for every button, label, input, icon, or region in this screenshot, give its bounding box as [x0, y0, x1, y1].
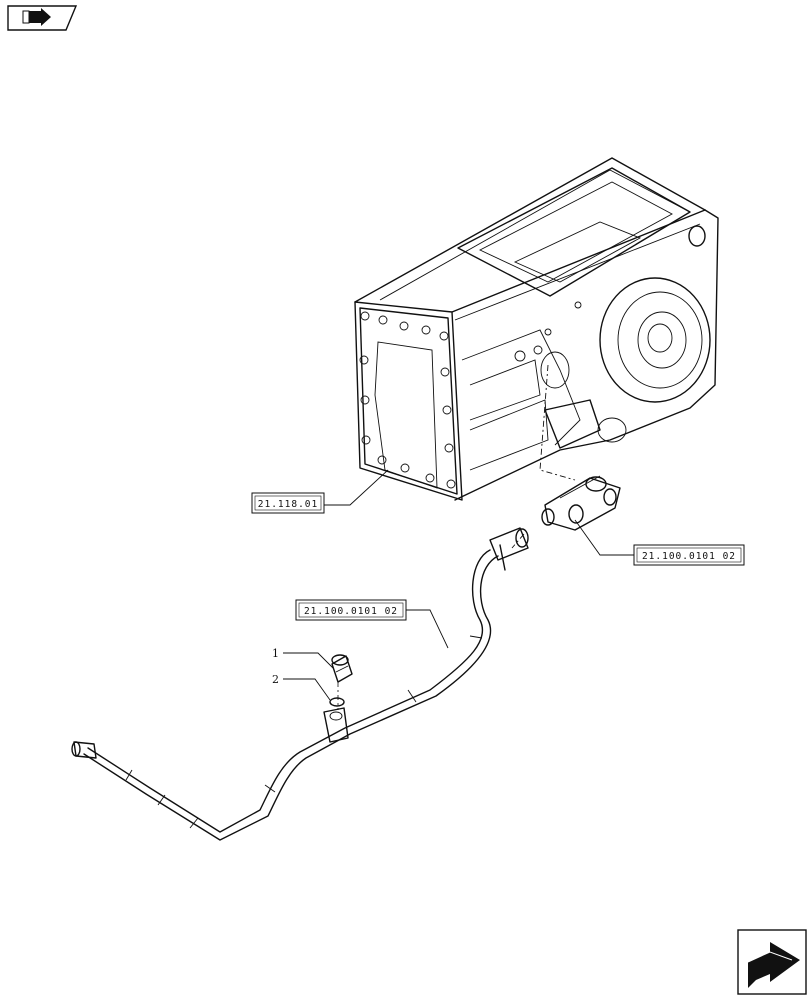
ref-label-gearbox: 21.118.01 [258, 499, 318, 510]
pipe-assembly [71, 527, 529, 841]
ref-box-valve[interactable]: 21.100.0101 02 [633, 544, 745, 566]
item-2-washer [329, 697, 345, 707]
ref-label-pipe: 21.100.0101 02 [304, 606, 398, 617]
item-1-label: 1 [272, 647, 279, 660]
previous-page-arrow-icon[interactable] [7, 5, 78, 31]
ref-box-gearbox[interactable]: 21.118.01 [251, 492, 325, 514]
ref-label-valve: 21.100.0101 02 [642, 551, 736, 562]
gearbox-housing [354, 157, 719, 501]
next-page-arrow-icon[interactable] [737, 929, 807, 995]
item-2-label: 2 [272, 673, 279, 686]
item-1-plug [331, 654, 353, 683]
valve-assembly [541, 475, 621, 531]
ref-box-pipe[interactable]: 21.100.0101 02 [295, 599, 407, 621]
